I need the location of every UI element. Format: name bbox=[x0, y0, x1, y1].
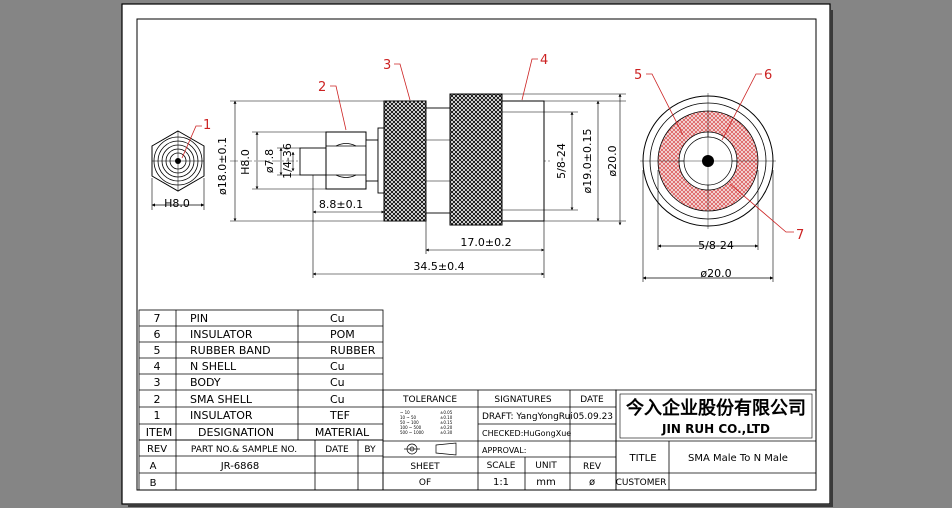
callout-6-leader bbox=[721, 73, 762, 141]
callout-6: 6 bbox=[764, 68, 772, 83]
signature-checked: CHECKED:HuGongXue bbox=[482, 429, 571, 438]
dim-h8-mid: H8.0 bbox=[239, 149, 252, 175]
customer-label: CUSTOMER bbox=[616, 478, 667, 488]
title-label: TITLE bbox=[628, 453, 656, 464]
bom-header-material: MATERIAL bbox=[315, 426, 370, 439]
dim-thread-n: 5/8-24 bbox=[555, 143, 568, 179]
unit-label: UNIT bbox=[535, 461, 557, 471]
dim-phi20: ø20.0 bbox=[606, 145, 619, 176]
bom-row-material: Cu bbox=[330, 312, 345, 325]
scale-value: 1:1 bbox=[493, 477, 509, 488]
dim-phi19: ø19.0±0.15 bbox=[581, 129, 594, 194]
callout-1-leader bbox=[181, 125, 202, 159]
rev-header-date: DATE bbox=[325, 445, 349, 455]
bom-row-name: INSULATOR bbox=[190, 409, 253, 422]
bom-row-item: 7 bbox=[154, 312, 161, 325]
tolerance-range: 10 ~ 50 bbox=[400, 415, 417, 420]
sheet-value: OF bbox=[419, 478, 431, 488]
bom-row-item: 5 bbox=[154, 344, 161, 357]
bom-row-item: 3 bbox=[154, 376, 161, 389]
company-name-en: JIN RUH CO.,LTD bbox=[661, 422, 770, 436]
paper-shadow-bottom bbox=[128, 504, 833, 507]
callout-4: 4 bbox=[540, 53, 548, 68]
callout-5: 5 bbox=[634, 68, 642, 83]
rev-label: REV bbox=[583, 462, 602, 472]
bom-header-name: DESIGNATION bbox=[198, 426, 274, 439]
paper-sheet bbox=[121, 3, 831, 505]
paper-shadow-right bbox=[830, 10, 833, 506]
signature-draft: DRAFT: YangYongRui bbox=[482, 412, 573, 422]
scale-label: SCALE bbox=[487, 461, 516, 471]
sheet-label: SHEET bbox=[410, 462, 440, 472]
tolerance-value: ±0.30 bbox=[440, 430, 453, 435]
sma-end-view bbox=[151, 130, 205, 210]
tolerance-value: ±0.05 bbox=[440, 410, 453, 415]
bom-row-item: 6 bbox=[154, 328, 161, 341]
signature-draft-date: 05.09.23 bbox=[573, 412, 613, 422]
bom-row-item: 4 bbox=[154, 360, 161, 373]
bom-row-name: RUBBER BAND bbox=[190, 344, 271, 357]
projection-symbol bbox=[404, 442, 457, 456]
dim-len-17: 17.0±0.2 bbox=[460, 236, 511, 249]
callout-3-leader bbox=[394, 63, 411, 101]
dim-thread-sma: 1/4-36 bbox=[281, 143, 294, 179]
connector-side-view bbox=[230, 93, 550, 226]
callout-2: 2 bbox=[318, 80, 326, 95]
side-view-dimensions bbox=[230, 93, 626, 278]
bom-row-name: INSULATOR bbox=[190, 328, 253, 341]
rev-header-by: BY bbox=[364, 445, 376, 455]
callout-1: 1 bbox=[203, 118, 211, 133]
title-value: SMA Male To N Male bbox=[688, 453, 788, 464]
tolerance-range: ~ 10 bbox=[400, 410, 410, 415]
callout-3: 3 bbox=[383, 58, 391, 73]
bom-row-item: 2 bbox=[154, 393, 161, 406]
bom-row-material: RUBBER bbox=[330, 344, 376, 357]
tolerance-table: ~ 10 10 ~ 50 50 ~ 100 100 ~ 500 500 ~ 10… bbox=[400, 410, 453, 435]
bom-row-name: PIN bbox=[190, 312, 208, 325]
dim-h8-left: H8.0 bbox=[164, 197, 190, 210]
bom-row-name: SMA SHELL bbox=[190, 393, 253, 406]
unit-value: mm bbox=[536, 477, 555, 488]
bom-rows: 7 PIN Cu 6 INSULATOR POM 5 RUBBER BAND R… bbox=[146, 312, 376, 439]
callout-5-leader bbox=[646, 73, 684, 136]
callout-4-leader bbox=[521, 58, 538, 101]
dim-thread-n-end: 5/8-24 bbox=[698, 239, 734, 252]
dim-phi18: ø18.0±0.1 bbox=[216, 137, 229, 195]
tolerance-range: 50 ~ 100 bbox=[400, 420, 419, 425]
bom-header-item: ITEM bbox=[146, 426, 172, 439]
bom-row-material: TEF bbox=[329, 409, 350, 422]
bom-row-material: POM bbox=[330, 328, 355, 341]
tolerance-value: ±0.10 bbox=[440, 415, 453, 420]
rev-row-rev: A bbox=[150, 461, 157, 472]
dim-len-34-5: 34.5±0.4 bbox=[413, 260, 464, 273]
dim-len-8-8: 8.8±0.1 bbox=[319, 198, 363, 211]
bom-row-material: Cu bbox=[330, 360, 345, 373]
signatures-title: SIGNATURES bbox=[494, 395, 552, 405]
company-title-grid bbox=[615, 389, 817, 491]
company-name-cn: 今入企业股份有限公司 bbox=[626, 397, 806, 419]
tolerance-value: ±0.15 bbox=[440, 420, 453, 425]
signatures-date-header: DATE bbox=[580, 395, 604, 405]
rev-row-rev: B bbox=[150, 478, 157, 489]
bom-row-material: Cu bbox=[330, 393, 345, 406]
dim-phi7-8: ø7.8 bbox=[263, 149, 276, 173]
rev-header-rev: REV bbox=[147, 444, 167, 455]
tolerance-title: TOLERANCE bbox=[402, 395, 457, 405]
rev-value: ø bbox=[589, 477, 595, 488]
dim-phi20-end: ø20.0 bbox=[700, 267, 731, 280]
bom-row-item: 1 bbox=[154, 409, 161, 422]
rev-row-part: JR-6868 bbox=[220, 461, 260, 472]
callout-7-leader bbox=[729, 183, 794, 233]
bom-row-name: BODY bbox=[190, 376, 221, 389]
callout-2-leader bbox=[330, 85, 347, 131]
rev-header-part: PART NO.& SAMPLE NO. bbox=[191, 445, 297, 455]
tolerance-value: ±0.20 bbox=[440, 425, 453, 430]
bom-row-material: Cu bbox=[330, 376, 345, 389]
tolerance-range: 500 ~ 1000 bbox=[400, 430, 424, 435]
signature-approval: APPROVAL: bbox=[482, 446, 526, 455]
callout-7: 7 bbox=[796, 228, 804, 243]
bom-row-name: N SHELL bbox=[190, 360, 237, 373]
tolerance-range: 100 ~ 500 bbox=[400, 425, 422, 430]
